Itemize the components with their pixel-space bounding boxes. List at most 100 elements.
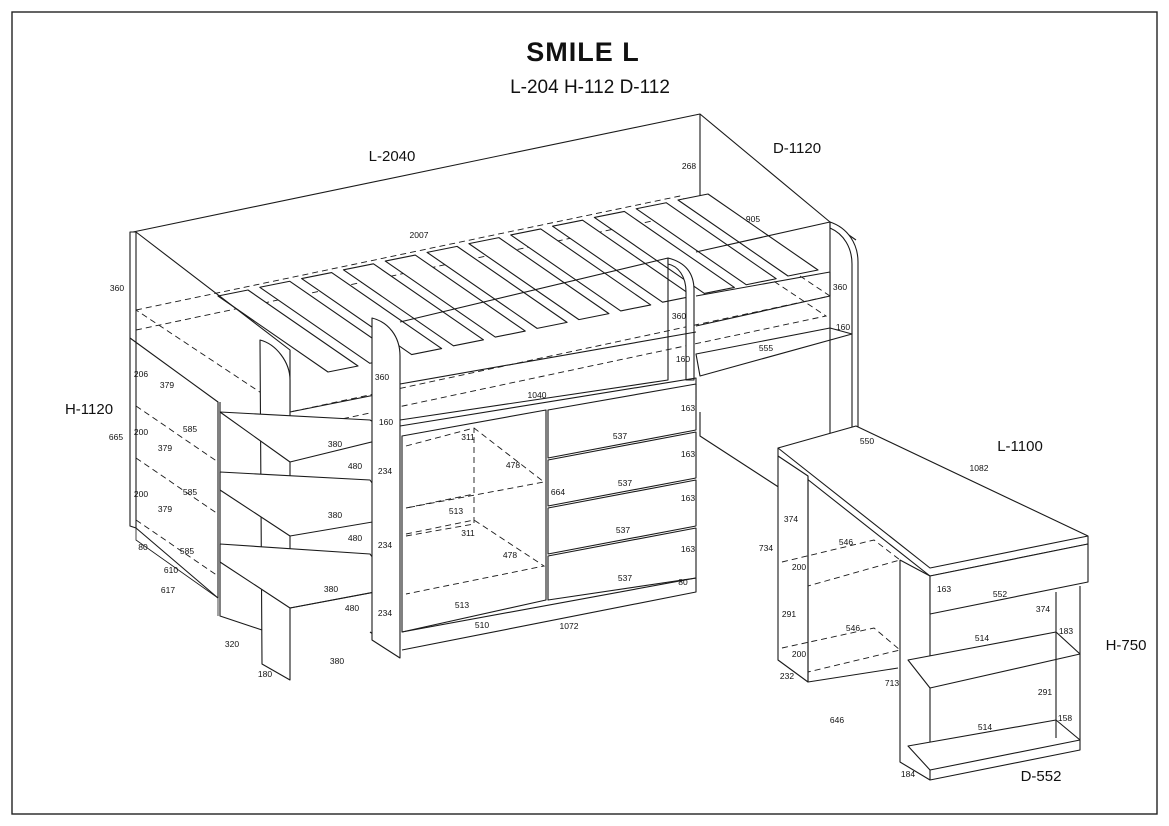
dim-160-right-post: 160 [676,354,690,364]
dim-550: 550 [860,436,874,446]
bed-slat [468,237,610,321]
bed-front-guard-b [695,221,831,327]
dim-585-a: 585 [183,424,197,434]
dim-585-c: 585 [180,546,194,556]
dim-513-b: 513 [455,600,469,610]
dim-163-a: 163 [681,403,695,413]
dim-537-d: 537 [618,573,632,583]
dim-232: 232 [780,671,794,681]
bed-slat [384,254,526,338]
dim-537-a: 537 [613,431,627,441]
dim-234-c: 234 [378,608,392,618]
dim-1072: 1072 [560,621,579,631]
dim-480-a: 480 [348,461,362,471]
dim-617: 617 [161,585,175,595]
dim-646: 646 [830,715,844,725]
dim-360-left: 360 [110,283,124,293]
dim-480-c: 480 [345,603,359,613]
dim-206: 206 [134,369,148,379]
dim-291-b: 291 [1038,687,1052,697]
dim-311-b: 311 [461,528,475,538]
dim-380-floor: 380 [330,656,344,666]
drawer-2 [547,431,697,507]
door-inner-left [405,428,475,537]
dim-537-c: 537 [616,525,630,535]
chest-plinth [401,577,697,651]
dim-374-a: 374 [784,514,798,524]
dim-80-shelf: 80 [138,542,148,552]
bed-frame-dashed [134,195,832,413]
dim-1082: 1082 [970,463,989,473]
dim-360-right-post: 360 [672,311,686,321]
dim-180: 180 [258,669,272,679]
desk [777,425,1089,781]
drawer-3 [547,479,697,555]
dim-163-c: 163 [681,493,695,503]
desk-shelf-2 [907,719,1081,771]
left-open-shelf-1 [219,411,397,463]
bed-right-shelf [695,327,853,377]
dim-555: 555 [759,343,773,353]
dim-234-a: 234 [378,466,392,476]
dim-380-c: 380 [324,584,338,594]
dim-546-b: 546 [846,623,860,633]
dim-510: 510 [475,620,489,630]
dim-480-b: 480 [348,533,362,543]
bed-slat [426,245,568,329]
drawer-1 [547,383,697,459]
dim-380-a: 380 [328,439,342,449]
dim-379-a: 379 [160,380,174,390]
label-bed-height: H-1120 [65,401,113,418]
left-shelving-back [129,337,219,599]
dim-374-b: 374 [1036,604,1050,614]
dim-234-b: 234 [378,540,392,550]
desk-right-panel [929,586,1081,781]
left-open-shelf-2 [219,471,397,537]
left-open-shelf-3 [219,543,397,609]
dim-360-right-side: 360 [833,282,847,292]
label-desk-length: L-1100 [997,438,1043,455]
dim-163-desk: 163 [937,584,951,594]
chest-side-right [699,412,781,489]
dim-163-b: 163 [681,449,695,459]
chest [399,377,781,651]
dim-478-b: 478 [503,550,517,560]
dim-268: 268 [682,161,696,171]
drawing-frame [11,11,1158,815]
bed-left-headboard [129,231,137,529]
bed-assembly [129,113,859,529]
dim-546-a: 546 [839,537,853,547]
dim-610: 610 [164,565,178,575]
bed-slats [217,193,819,373]
dim-200-desk-a: 200 [792,562,806,572]
left-shelf-dashed-1 [135,405,219,577]
dim-664: 664 [551,487,565,497]
dim-200-desk-b: 200 [792,649,806,659]
bed-slat [677,193,819,277]
desk-shelf-1 [907,631,1081,689]
dim-380-b: 380 [328,510,342,520]
dim-160-ladder: 160 [379,417,393,427]
bed-slat [635,202,777,286]
desk-left-shelf-2 [781,627,901,673]
label-desk-depth: D-552 [1021,768,1062,785]
label-desk-height: H-750 [1106,637,1147,654]
label-bed-depth: D-1120 [773,140,821,157]
dim-713: 713 [885,678,899,688]
page-title: SMILE L [526,37,640,67]
desk-left-shelf-1 [781,539,901,587]
dim-80-drawer: 80 [678,577,688,587]
dim-184: 184 [901,769,915,779]
dim-1040: 1040 [528,390,547,400]
dim-514-a: 514 [975,633,989,643]
dim-163-d: 163 [681,544,695,554]
dim-160-right-side: 160 [836,322,850,332]
label-bed-length: L-2040 [369,148,416,165]
chest-left-panel [371,317,401,659]
door-shelf-2 [405,519,546,595]
desk-drawer [929,543,1089,615]
dim-379-c: 379 [158,504,172,514]
dim-514-b: 514 [978,722,992,732]
dim-478-a: 478 [506,460,520,470]
